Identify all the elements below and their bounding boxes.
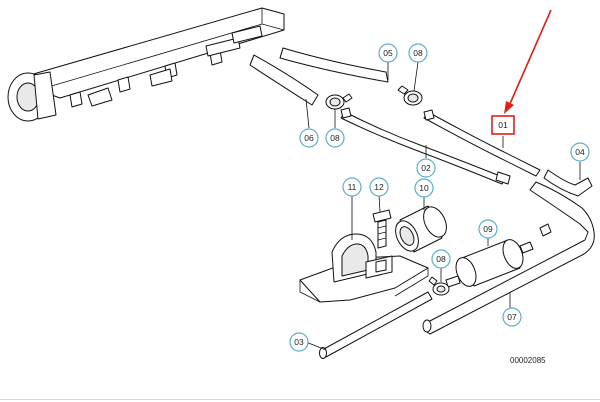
svg-text:10: 10 <box>419 183 429 193</box>
svg-text:06: 06 <box>304 133 314 143</box>
hose-clamp-top-left[interactable] <box>325 93 353 110</box>
callout-08-top[interactable]: 08 <box>408 43 428 63</box>
callout-08-left[interactable]: 08 <box>325 128 345 148</box>
callout-04[interactable]: 04 <box>570 142 590 162</box>
svg-text:07: 07 <box>507 312 517 322</box>
callout-08-lower[interactable]: 08 <box>431 249 451 269</box>
bolt-12[interactable] <box>372 209 392 249</box>
svg-text:04: 04 <box>575 147 585 157</box>
callout-10[interactable]: 10 <box>414 178 434 198</box>
fuel-line-02[interactable] <box>340 107 511 185</box>
svg-text:12: 12 <box>374 182 384 192</box>
drawing-number: 00002085 <box>510 356 546 365</box>
hose-07[interactable] <box>422 181 595 335</box>
callout-02[interactable]: 02 <box>416 158 436 178</box>
svg-text:01: 01 <box>498 120 508 130</box>
fuel-line-01[interactable] <box>423 109 541 177</box>
svg-text:08: 08 <box>413 48 423 58</box>
callout-12[interactable]: 12 <box>369 177 389 197</box>
hose-05[interactable] <box>279 47 389 83</box>
rubber-ring-10[interactable] <box>391 203 451 255</box>
svg-text:08: 08 <box>436 254 446 264</box>
callout-11[interactable]: 11 <box>342 177 362 197</box>
hose-clamp-top-right[interactable] <box>397 85 423 106</box>
callout-07[interactable]: 07 <box>502 307 522 327</box>
callout-05[interactable]: 05 <box>378 43 398 63</box>
svg-text:09: 09 <box>483 224 493 234</box>
svg-text:08: 08 <box>330 133 340 143</box>
svg-text:03: 03 <box>294 337 304 347</box>
callout-01-selected[interactable]: 01 <box>491 115 515 135</box>
hose-06[interactable] <box>249 54 319 106</box>
selection-arrow-icon <box>504 9 552 114</box>
leader-lines <box>305 61 581 351</box>
svg-text:02: 02 <box>421 163 431 173</box>
callout-09[interactable]: 09 <box>478 219 498 239</box>
bottom-divider <box>0 399 600 400</box>
callout-06[interactable]: 06 <box>299 128 319 148</box>
svg-text:11: 11 <box>348 182 357 192</box>
hose-clamp-lower[interactable] <box>428 276 450 296</box>
filter-holder-11[interactable] <box>299 233 429 303</box>
fuel-filter-09[interactable] <box>445 223 552 289</box>
callout-03[interactable]: 03 <box>289 332 309 352</box>
pipe-03[interactable] <box>319 291 433 359</box>
fuel-rail <box>7 7 285 122</box>
hose-04[interactable] <box>543 169 593 197</box>
svg-text:05: 05 <box>383 48 393 58</box>
